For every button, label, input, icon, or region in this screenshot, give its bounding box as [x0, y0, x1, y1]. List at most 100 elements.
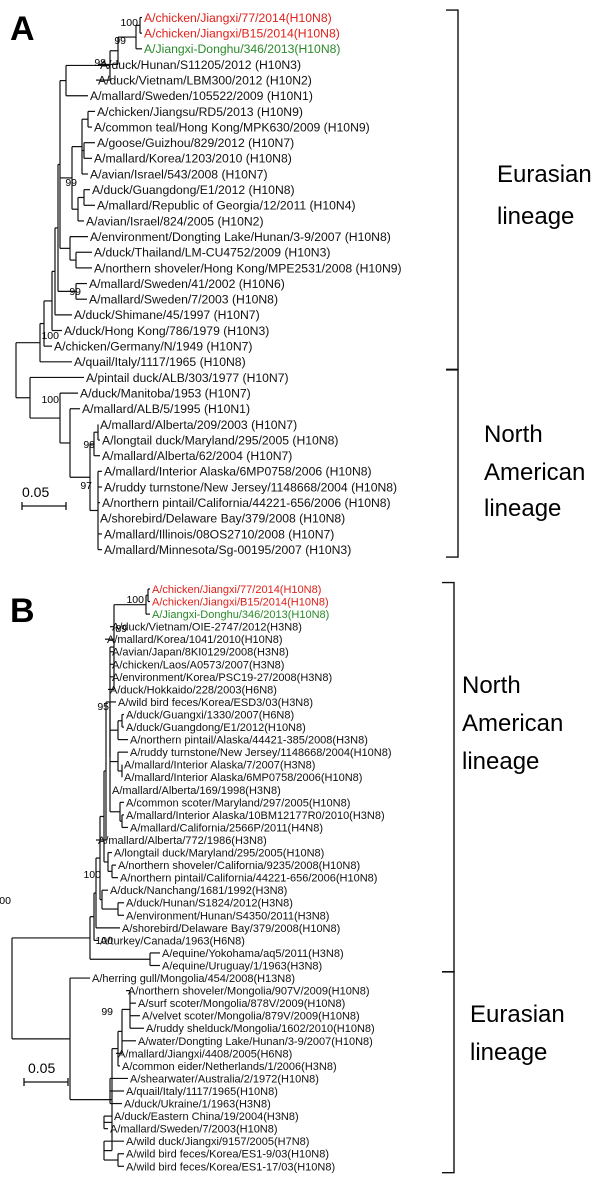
- b-bootstrap-value: 95: [97, 701, 109, 713]
- a-bootstrap-value: 99: [65, 177, 77, 189]
- panel-a-leaf-labels: A/chicken/Jiangxi/77/2014(H10N8) A/chicke…: [54, 11, 402, 557]
- b-clade-label: American: [462, 710, 563, 737]
- a-leaf-label: A/Jiangxi-Donghu/346/2013(H10N8): [144, 42, 340, 56]
- b-leaf-label: A/environment/Hunan/S4350/2011(H3N8): [126, 910, 329, 922]
- b-leaf-label: A/wild bird feces/Korea/ESD3/03(H3N8): [118, 697, 313, 709]
- b-leaf-label: A/mallard/Jiangxi/4408/2005(H6N8): [118, 1048, 292, 1060]
- b-leaf-label: A/chicken/Jiangxi/B15/2014(H10N8): [152, 597, 329, 609]
- a-leaf-label: A/mallard/Sweden/7/2003 (H10N8): [89, 293, 278, 307]
- b-leaf-label: A/shearwater/Australia/2/1972(H10N8): [130, 1073, 319, 1085]
- a-leaf-label: A/environment/Dongting Lake/Hunan/3-9/20…: [90, 230, 391, 244]
- a-leaf-label: A/goose/Guizhou/829/2012 (H10N7): [97, 136, 294, 150]
- a-bootstrap-value: 98: [94, 57, 106, 69]
- a-clade-bracket: [446, 369, 459, 558]
- b-leaf-label: A/mallard/Interior Alaska/7/2007(H3N8): [124, 760, 315, 772]
- a-bootstrap-value: 99: [114, 35, 126, 47]
- panel-b-bootstrap-values: 100899510010010099: [0, 594, 144, 1018]
- b-clade-label: North: [462, 672, 521, 699]
- b-leaf-label: A/ruddy shelduck/Mongolia/1602/2010(H10N…: [146, 1023, 375, 1035]
- b-leaf-label: A/equine/Uruguay/1/1963(H3N8): [162, 960, 322, 972]
- b-leaf-label: A/mallard/California/2566P/2011(H4N8): [130, 822, 323, 834]
- b-leaf-label: A/longtail duck/Maryland/295/2005(H10N8): [114, 848, 324, 860]
- a-leaf-label: A/duck/Vietnam/LBM300/2012 (H10N2): [98, 73, 312, 87]
- a-bootstrap-value: 99: [69, 286, 81, 298]
- b-clade-label: lineage: [462, 748, 539, 775]
- b-leaf-label: A/Jiangxi-Donghu/346/2013(H10N8): [152, 609, 329, 621]
- b-leaf-label: A/wild bird feces/Korea/ES1-17/03(H10N8): [126, 1161, 335, 1173]
- panel-a-scale-label: 0.05: [22, 484, 49, 500]
- a-leaf-label: A/avian/Israel/824/2005 (H10N2): [86, 214, 264, 228]
- a-leaf-label: A/northern shoveler/Hong Kong/MPE2531/20…: [94, 261, 402, 275]
- b-leaf-label: A/mallard/Alberta/772/1986(H3N8): [98, 835, 267, 847]
- a-leaf-label: A/duck/Thailand/LM-CU4752/2009 (H10N3): [94, 246, 330, 260]
- b-leaf-label: A/duck/Guangxi/1330/2007(H6N8): [126, 709, 294, 721]
- panel-b-letter: B: [10, 592, 35, 630]
- b-leaf-label: A/duck/Ukraine/1/1963(H3N8): [124, 1099, 271, 1111]
- b-leaf-label: A/northern pintail/California/44221-656/…: [120, 873, 377, 885]
- panel-b-scale-label: 0.05: [28, 1060, 55, 1076]
- b-leaf-label: A/mallard/Sweden/7/2003(H10N8): [110, 1124, 278, 1136]
- panel-b-scale-bar: 0.05: [23, 1060, 69, 1086]
- a-bootstrap-value: 97: [80, 480, 92, 492]
- b-clade-bracket: [442, 581, 455, 973]
- a-leaf-label: A/ruddy turnstone/New Jersey/1148668/200…: [104, 480, 397, 494]
- a-bootstrap-value: 99: [83, 439, 95, 451]
- a-leaf-label: A/chicken/Jiangxi/77/2014(H10N8): [144, 11, 332, 25]
- b-leaf-label: A/wild bird feces/Korea/ES1-9/03(H10N8): [126, 1149, 329, 1161]
- panel-a-tree: A A/chicken/Jiangxi/77/2014(H10N8)A/chic…: [10, 9, 592, 558]
- b-leaf-label: A/duck/Nanchang/1681/1992(H3N8): [110, 885, 287, 897]
- b-leaf-label: A/northern shoveler/California/9235/2008…: [118, 860, 360, 872]
- a-bootstrap-value: 100: [120, 17, 138, 29]
- a-bootstrap-value: 100: [41, 330, 59, 342]
- a-leaf-label: A/mallard/Korea/1203/2010 (H10N8): [94, 152, 292, 166]
- b-leaf-label: A/duck/Hokkaido/228/2003(H6N8): [110, 684, 277, 696]
- a-leaf-label: A/shorebird/Delaware Bay/379/2008 (H10N8…: [100, 512, 345, 526]
- b-leaf-label: A/environment/Korea/PSC19-27/2008(H3N8): [112, 672, 332, 684]
- a-leaf-label: A/mallard/Interior Alaska/6MP0758/2006 (…: [104, 465, 372, 479]
- b-leaf-label: A/ruddy turnstone/New Jersey/1148668/200…: [130, 747, 392, 759]
- a-leaf-label: A/common teal/Hong Kong/MPK630/2009 (H10…: [94, 120, 370, 134]
- b-clade-bracket: [442, 970, 455, 1174]
- b-leaf-label: A/avian/Japan/8KI0129/2008(H3N8): [112, 647, 289, 659]
- a-leaf-label: A/mallard/Sweden/41/2002 (H10N6): [89, 277, 285, 291]
- panel-b-leaf-labels: A/chicken/Jiangxi/77/2014(H10N8)A/chicke…: [92, 584, 392, 1173]
- a-leaf-label: A/avian/Israel/543/2008 (H10N7): [90, 167, 268, 181]
- b-leaf-label: A/mallard/Interior Alaska/10BM12177R0/20…: [126, 810, 385, 822]
- a-leaf-label: A/quail/Italy/1117/1965 (H10N8): [74, 355, 246, 369]
- panel-b-tree: B A/chicken/Jiangxi/77/2014(H10N8)A/chic…: [0, 581, 565, 1174]
- a-clade-bracket: [446, 9, 459, 370]
- a-leaf-label: A/mallard/Alberta/209/2003 (H10N7): [100, 418, 297, 432]
- b-leaf-label: A/northern shoveler/Mongolia/907V/2009(H…: [128, 986, 370, 998]
- a-leaf-label: A/mallard/Republic of Georgia/12/2011 (H…: [97, 199, 356, 213]
- b-leaf-label: A/common scoter/Maryland/297/2005(H10N8): [126, 797, 350, 809]
- a-leaf-label: A/mallard/Alberta/62/2004 (H10N7): [102, 449, 292, 463]
- b-leaf-label: A/northern pintail/Alaska/44421-385/2008…: [130, 735, 368, 747]
- a-leaf-label: A/chicken/Germany/N/1949 (H10N7): [54, 340, 252, 354]
- a-clade-label: lineage: [497, 203, 574, 230]
- b-leaf-label: A/quail/Italy/1117/1965(H10N8): [126, 1086, 278, 1098]
- a-leaf-label: A/duck/Hunan/S11205/2012 (H10N3): [100, 58, 301, 72]
- a-leaf-label: A/longtail duck/Maryland/295/2005 (H10N8…: [102, 433, 338, 447]
- b-bootstrap-value: 89: [115, 623, 127, 635]
- a-leaf-label: A/mallard/ALB/5/1995 (H10N1): [82, 402, 250, 416]
- a-leaf-label: A/duck/Manitoba/1953 (H10N7): [80, 386, 251, 400]
- panel-b-branches: [11, 588, 160, 1167]
- a-leaf-label: A/duck/Shimane/45/1997 (H10N7): [74, 308, 260, 322]
- b-leaf-label: A/herring gull/Mongolia/454/2008(H13N8): [92, 973, 295, 985]
- a-leaf-label: A/mallard/Minnesota/Sg-00195/2007 (H10N3…: [104, 543, 351, 557]
- b-leaf-label: A/turkey/Canada/1963(H6N8): [100, 935, 245, 947]
- a-clade-label: North: [484, 421, 543, 448]
- panel-a-scale-bar: 0.05: [21, 484, 67, 510]
- a-leaf-label: A/pintail duck/ALB/303/1977 (H10N7): [86, 371, 289, 385]
- b-leaf-label: A/duck/Vietnam/OIE-2747/2012(H3N8): [112, 622, 302, 634]
- b-leaf-label: A/shorebird/Delaware Bay/379/2008(H10N8): [122, 923, 340, 935]
- b-leaf-label: A/velvet scoter/Mongolia/879V/2009(H10N8…: [142, 1011, 360, 1023]
- b-leaf-label: A/mallard/Alberta/169/1998(H3N8): [112, 785, 281, 797]
- a-leaf-label: A/mallard/Sweden/105522/2009 (H10N1): [90, 89, 313, 103]
- b-bootstrap-value: 100: [83, 869, 101, 881]
- b-clade-label: lineage: [470, 1039, 547, 1066]
